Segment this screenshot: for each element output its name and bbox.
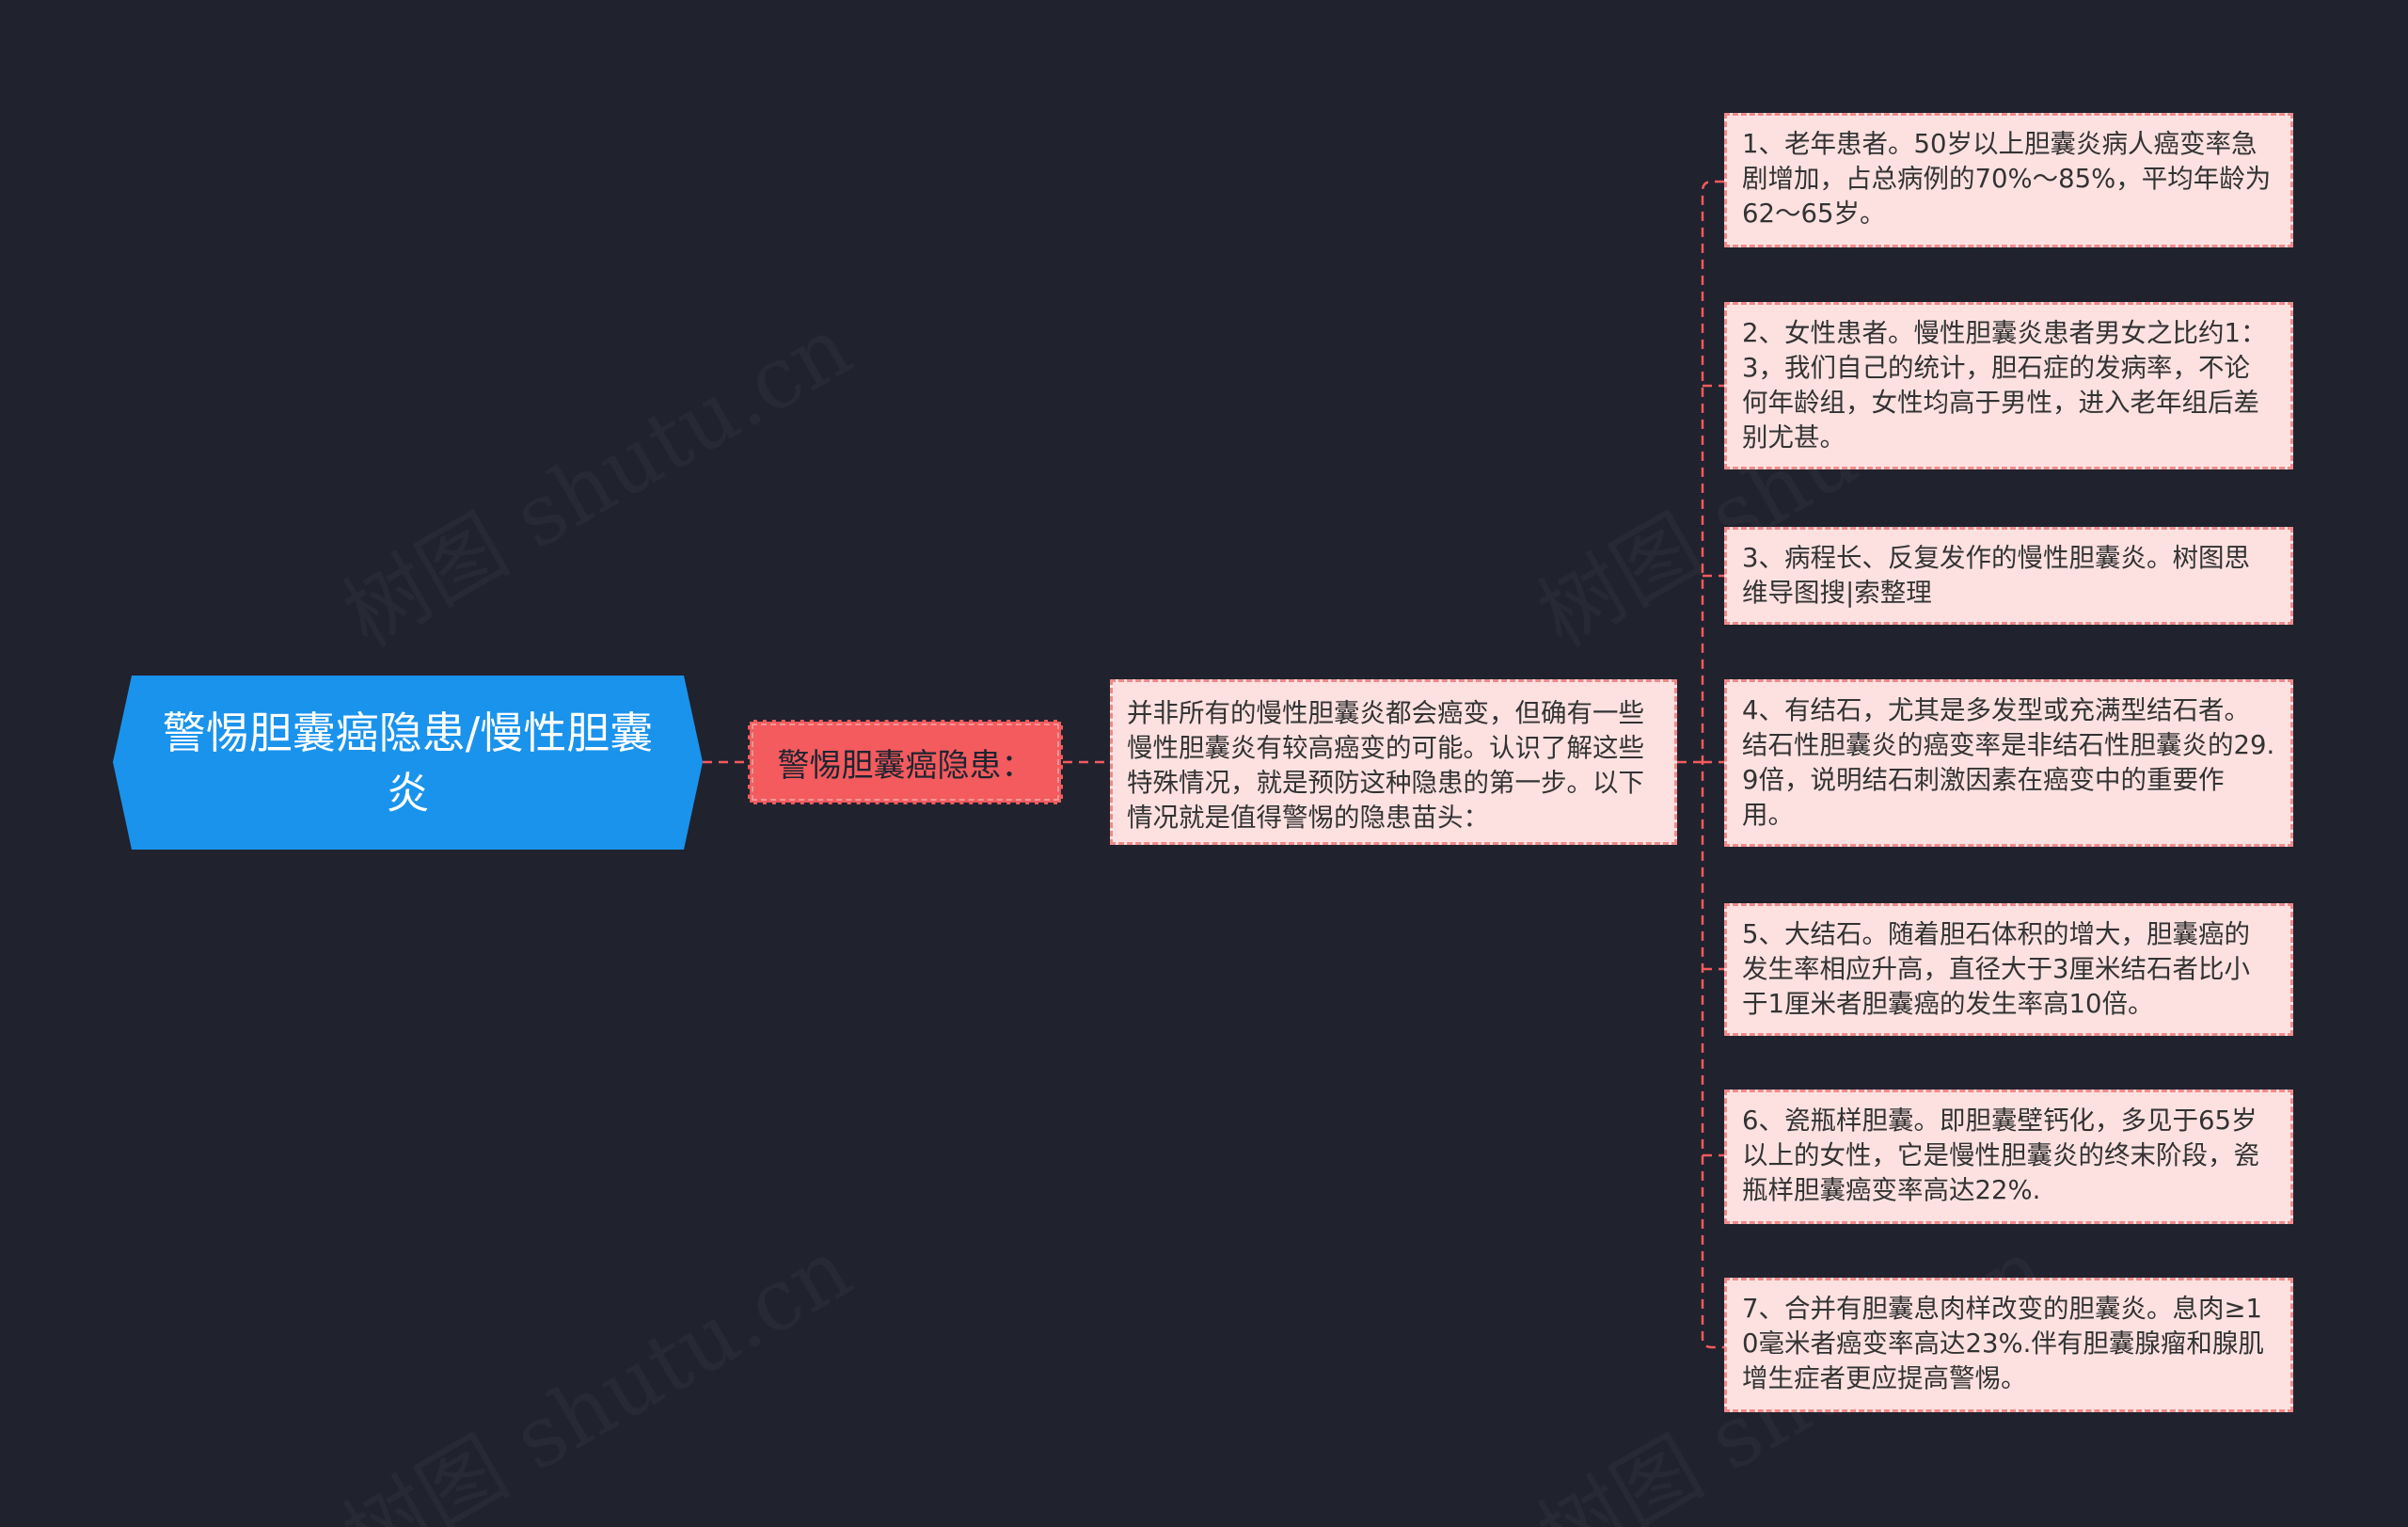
leaf-node-3[interactable]: 3、病程长、反复发作的慢性胆囊炎。树图思维导图搜|索整理 [1724,527,2293,625]
leaf-node-6[interactable]: 6、瓷瓶样胆囊。即胆囊壁钙化，多见于65岁以上的女性，它是慢性胆囊炎的终末阶段，… [1724,1090,2293,1224]
leaf-text: 6、瓷瓶样胆囊。即胆囊壁钙化，多见于65岁以上的女性，它是慢性胆囊炎的终末阶段，… [1742,1105,2259,1205]
description-node[interactable]: 并非所有的慢性胆囊炎都会癌变，但确有一些慢性胆囊炎有较高癌变的可能。认识了解这些… [1110,679,1677,845]
leaf-text: 5、大结石。随着胆石体积的增大，胆囊癌的发生率相应升高，直径大于3厘米结石者比小… [1742,919,2250,1019]
leaf-node-1[interactable]: 1、老年患者。50岁以上胆囊炎病人癌变率急剧增加，占总病例的70%～85%，平均… [1724,113,2293,247]
leaf-node-5[interactable]: 5、大结石。随着胆石体积的增大，胆囊癌的发生率相应升高，直径大于3厘米结石者比小… [1724,903,2293,1036]
connector-trunk [1701,180,1724,1349]
branch-topic-label: 警惕胆囊癌隐患： [777,746,1034,785]
leaf-text: 2、女性患者。慢性胆囊炎患者男女之比约1：3，我们自己的统计，胆石症的发病率，不… [1742,318,2267,453]
leaf-node-4[interactable]: 4、有结石，尤其是多发型或充满型结石者。结石性胆囊炎的癌变率是非结石性胆囊炎的2… [1724,679,2293,847]
leaf-text: 3、病程长、反复发作的慢性胆囊炎。树图思维导图搜|索整理 [1742,543,2250,608]
leaf-node-7[interactable]: 7、合并有胆囊息肉样改变的胆囊炎。息肉≥10毫米者癌变率高达23%.伴有胆囊腺瘤… [1724,1278,2293,1412]
leaf-text: 1、老年患者。50岁以上胆囊炎病人癌变率急剧增加，占总病例的70%～85%，平均… [1742,129,2272,229]
root-topic[interactable]: 警惕胆囊癌隐患/慢性胆囊炎 [113,676,703,850]
description-text: 并非所有的慢性胆囊炎都会癌变，但确有一些慢性胆囊炎有较高癌变的可能。认识了解这些… [1127,698,1644,833]
root-topic-label: 警惕胆囊癌隐患/慢性胆囊炎 [162,707,654,819]
branch-topic[interactable]: 警惕胆囊癌隐患： [748,720,1063,804]
leaf-text: 7、合并有胆囊息肉样改变的胆囊炎。息肉≥10毫米者癌变率高达23%.伴有胆囊腺瘤… [1742,1294,2264,1393]
leaf-node-2[interactable]: 2、女性患者。慢性胆囊炎患者男女之比约1：3，我们自己的统计，胆石症的发病率，不… [1724,302,2293,469]
leaf-text: 4、有结石，尤其是多发型或充满型结石者。结石性胆囊炎的癌变率是非结石性胆囊炎的2… [1742,695,2275,830]
